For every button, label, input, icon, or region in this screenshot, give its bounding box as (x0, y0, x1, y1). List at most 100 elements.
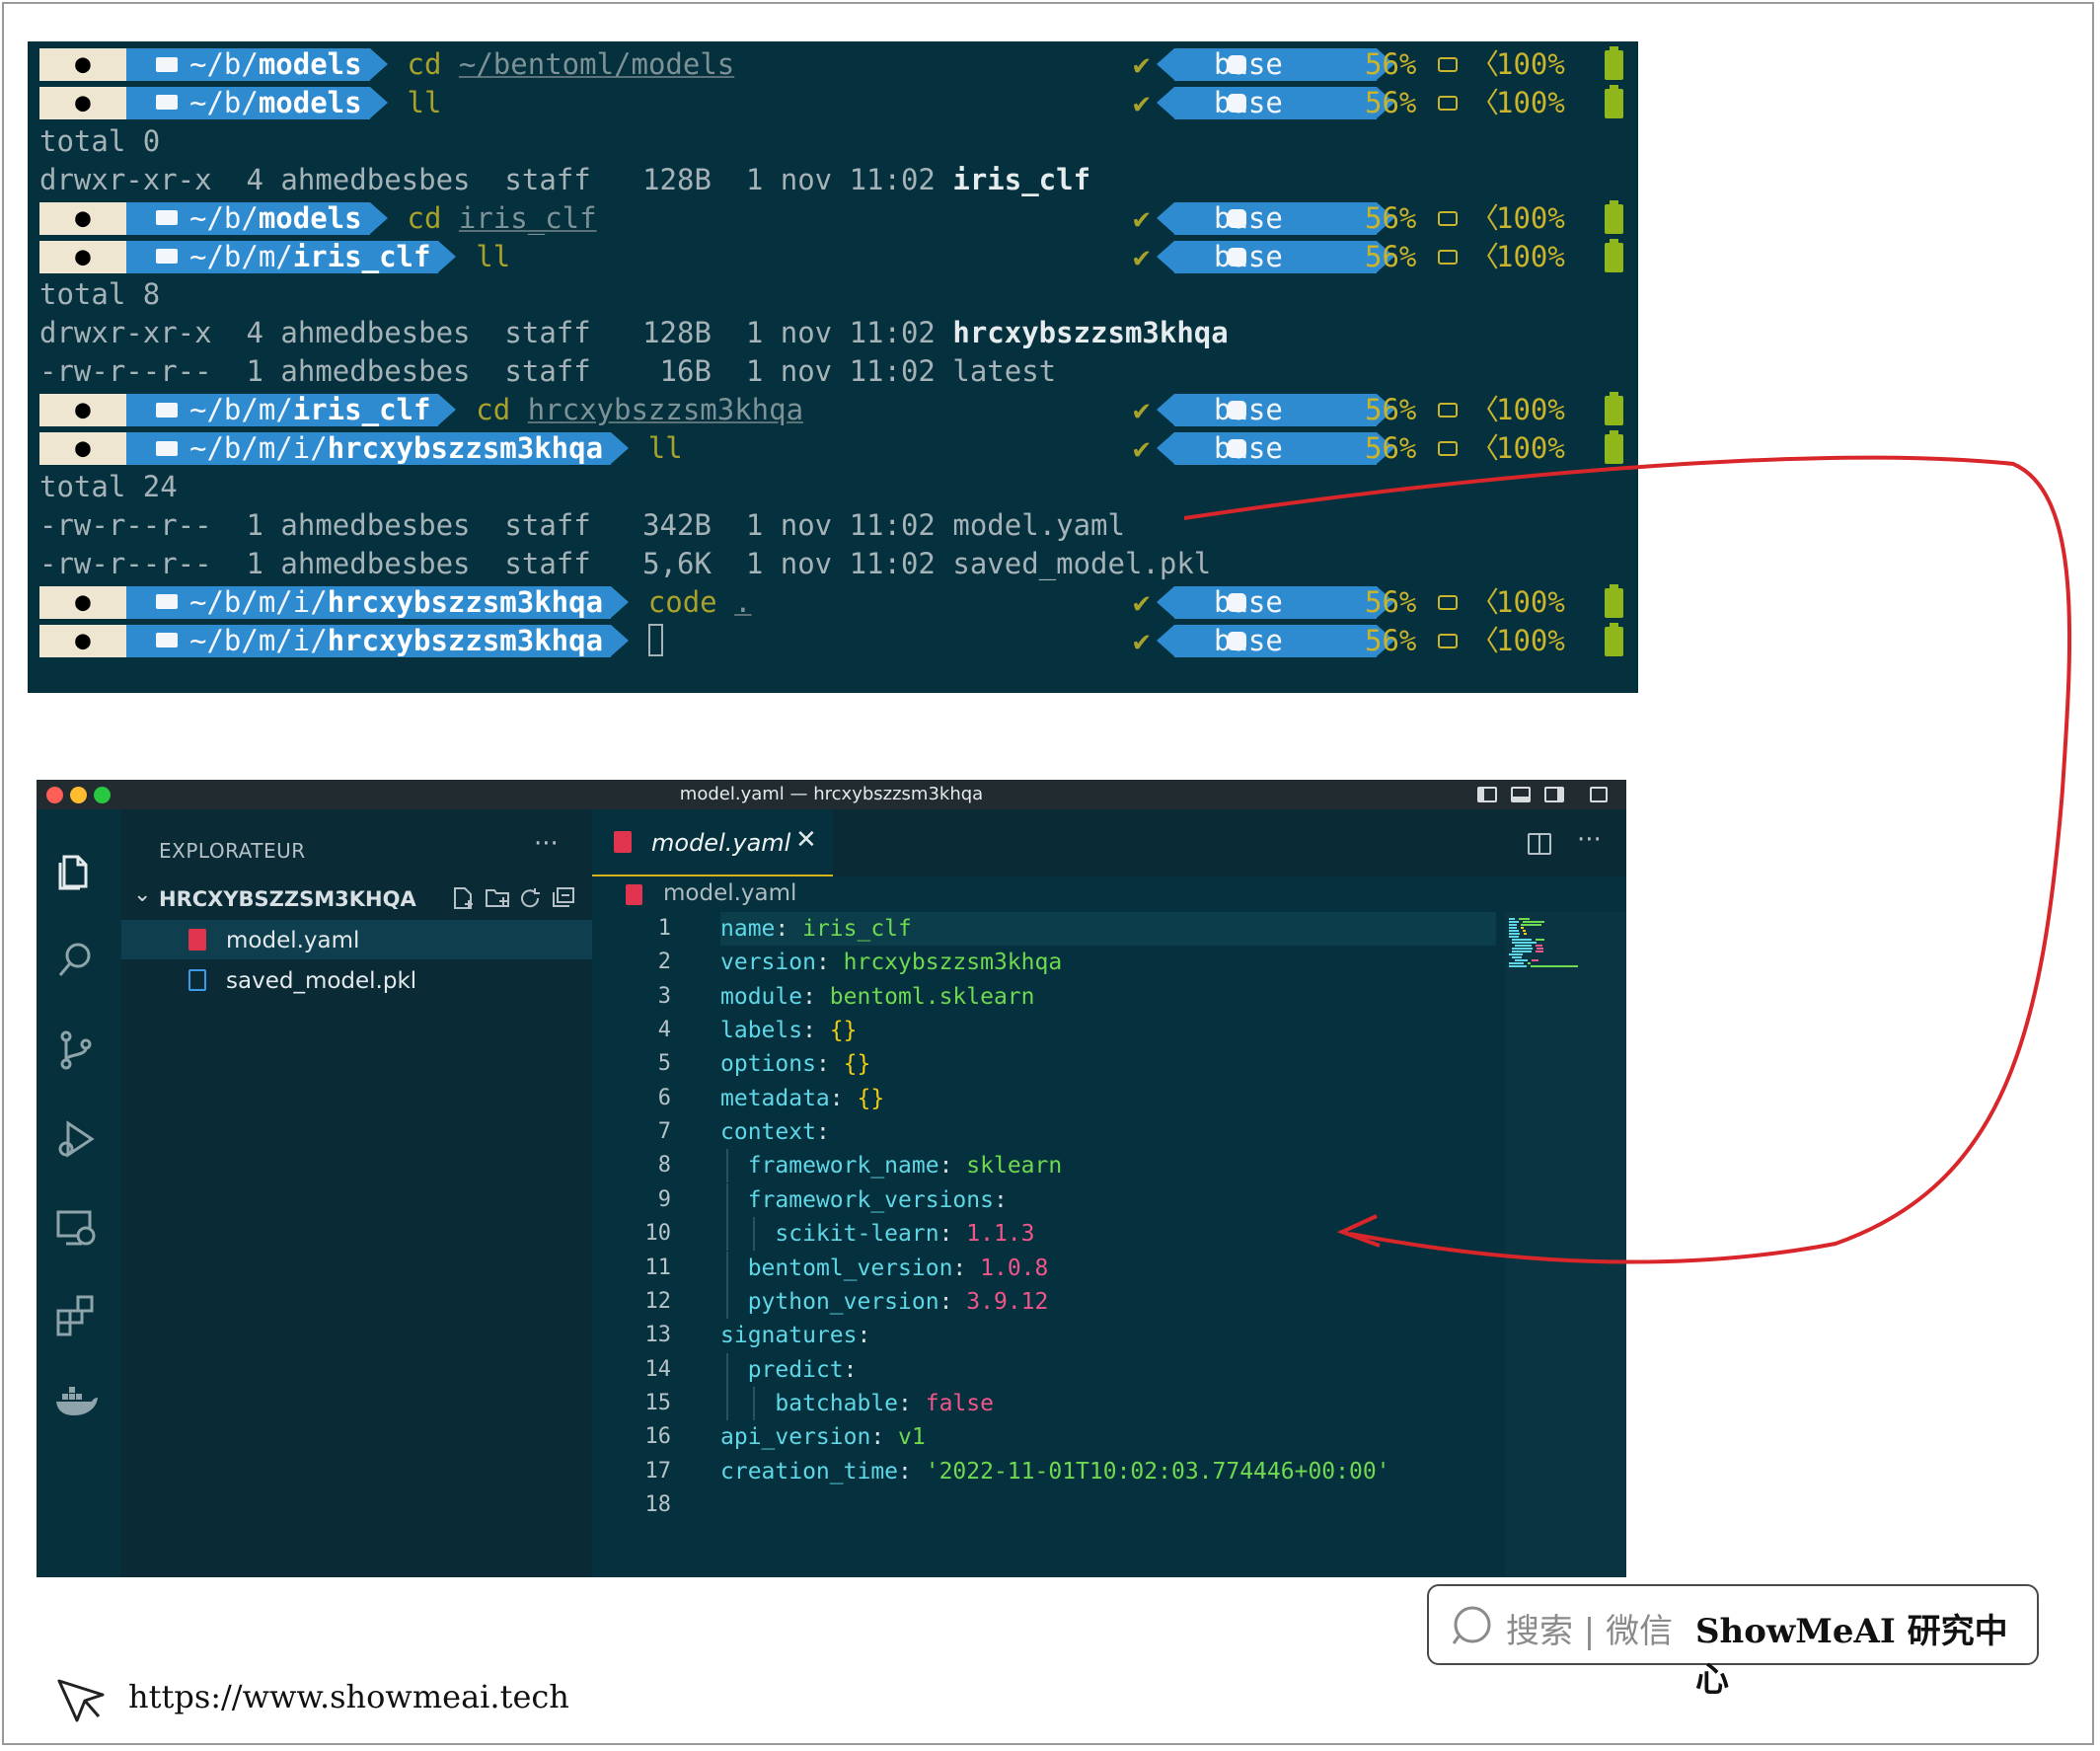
close-window-button[interactable] (46, 787, 63, 803)
minimap-line (1535, 945, 1542, 947)
yaml-key: predict (747, 1356, 844, 1383)
code-line[interactable] (720, 1488, 1496, 1522)
apple-icon: ● (39, 394, 144, 427)
cpu-percent: 56% (1365, 431, 1417, 465)
collapse-all-icon[interactable] (552, 886, 577, 910)
code-line[interactable]: labels: {} (720, 1014, 1496, 1047)
indent-guide (726, 1149, 728, 1183)
prompt-path-current: models (258, 200, 362, 235)
refresh-icon[interactable] (518, 886, 544, 910)
yaml-file-icon (188, 929, 206, 951)
battery-icon (1605, 46, 1623, 80)
yaml-value: sklearn (966, 1153, 1063, 1180)
yaml-key: scikit-learn (775, 1221, 939, 1248)
prompt-path-prefix: ~/b/m/i/ (189, 584, 328, 619)
prompt-path-current: models (258, 85, 362, 119)
toggle-panel-icon[interactable] (1511, 787, 1531, 802)
ls-entry: drwxr-xr-x 4 ahmedbesbes staff 128B 1 no… (39, 161, 1090, 199)
terminal-command-arg: . (734, 584, 752, 619)
minimap-line (1509, 953, 1523, 955)
search-icon[interactable] (54, 938, 98, 981)
remote-explorer-icon[interactable] (54, 1206, 98, 1250)
terminal-command: ll (476, 239, 511, 273)
close-icon[interactable]: ✕ (795, 825, 817, 855)
yaml-key: signatures (720, 1323, 858, 1349)
tab-model-yaml[interactable]: model.yaml ✕ (592, 809, 833, 876)
footer-url[interactable]: https://www.showmeai.tech (128, 1678, 569, 1715)
yaml-key: framework_name (747, 1153, 939, 1180)
minimap-line (1522, 930, 1526, 932)
code-line[interactable]: metadata: {} (720, 1082, 1496, 1115)
code-line[interactable]: python_version: 3.9.12 (720, 1284, 1496, 1319)
folder-row[interactable]: ⌄ HRCXYBSZZSM3KHQA (121, 878, 592, 918)
terminal-output-line: total 8 (28, 275, 1638, 314)
prompt-path-current: hrcxybszzsm3khqa (327, 431, 604, 465)
file-icon (188, 969, 206, 991)
code-line[interactable]: module: bentoml.sklearn (720, 980, 1496, 1014)
terminal-command: code . (647, 584, 752, 619)
terminal-command-arg: hrcxybszzsm3khqa (527, 393, 804, 427)
battery-icon (1605, 238, 1623, 272)
file-item[interactable]: model.yaml (121, 920, 592, 959)
segment-separator: 〈 (1470, 623, 1500, 657)
zoom-window-button[interactable] (94, 787, 111, 803)
indent-guide (753, 1217, 755, 1252)
minimize-window-button[interactable] (70, 787, 87, 803)
editor-more-actions-button[interactable]: ··· (1577, 825, 1602, 855)
code-line[interactable]: name: iris_clf (720, 912, 1496, 946)
code-line[interactable]: api_version: v1 (720, 1420, 1496, 1454)
minimap-line (1509, 918, 1515, 920)
code-line[interactable]: context: (720, 1115, 1496, 1149)
cpu-percent: 56% (1365, 200, 1417, 235)
customize-layout-icon[interactable] (1590, 787, 1608, 802)
chevron-down-icon[interactable]: ⌄ (133, 882, 152, 907)
new-file-icon[interactable] (451, 886, 477, 910)
code-line[interactable]: version: hrcxybszzsm3khqa (720, 946, 1496, 979)
minimap-line (1509, 927, 1518, 929)
vscode-window: model.yaml — hrcxybszzsm3khqa EXPLORATEU… (37, 780, 1626, 1577)
yaml-value: 1.0.8 (980, 1255, 1049, 1281)
explorer-icon[interactable] (54, 849, 98, 892)
terminal-command: ll (407, 85, 442, 119)
terminal-text: total 8 (39, 277, 161, 312)
code-line[interactable]: signatures: (720, 1319, 1496, 1352)
code-line[interactable]: options: {} (720, 1047, 1496, 1081)
terminal-cursor[interactable] (647, 624, 663, 656)
indent (720, 1153, 748, 1179)
cpu-percent: 56% (1365, 584, 1417, 619)
ls-filename: hrcxybszzsm3khqa (952, 316, 1229, 350)
python-icon (1228, 631, 1246, 650)
code-line[interactable]: bentoml_version: 1.0.8 (720, 1251, 1496, 1285)
docker-icon[interactable] (54, 1380, 98, 1423)
code-line[interactable]: predict: (720, 1352, 1496, 1387)
conda-env: base (1157, 240, 1394, 273)
code-line[interactable]: framework_versions: (720, 1182, 1496, 1217)
breadcrumb-file[interactable]: model.yaml (663, 880, 797, 906)
extensions-icon[interactable] (54, 1293, 98, 1336)
toggle-secondary-sidebar-icon[interactable] (1544, 787, 1564, 802)
toggle-sidebar-icon[interactable] (1477, 787, 1497, 802)
minimap-line (1509, 936, 1519, 938)
minimap[interactable] (1505, 912, 1626, 1577)
code-line[interactable]: creation_time: '2022-11-01T10:02:03.7744… (720, 1455, 1496, 1488)
code-line[interactable]: batchable: false (720, 1386, 1496, 1420)
ls-meta: drwxr-xr-x 4 ahmedbesbes staff 128B 1 no… (39, 162, 953, 196)
badge-search-text: 搜索 | 微信 (1506, 1612, 1674, 1651)
explorer-more-actions-button[interactable]: ··· (534, 829, 559, 859)
ls-meta: -rw-r--r-- 1 ahmedbesbes staff 16B 1 nov… (39, 354, 953, 389)
source-control-icon[interactable] (54, 1028, 98, 1072)
breadcrumb[interactable]: model.yaml (592, 876, 1626, 912)
code-line[interactable]: scikit-learn: 1.1.3 (720, 1217, 1496, 1252)
new-folder-icon[interactable] (485, 886, 510, 910)
minimap-line (1535, 939, 1545, 941)
line-number: 17 (644, 1458, 672, 1484)
run-and-debug-icon[interactable] (54, 1117, 98, 1161)
split-editor-icon[interactable] (1528, 833, 1551, 855)
yaml-colon: : (993, 1186, 1008, 1213)
file-item[interactable]: saved_model.pkl (121, 960, 592, 1000)
code-line[interactable]: framework_name: sklearn (720, 1149, 1496, 1183)
conda-env: base (1157, 48, 1394, 81)
